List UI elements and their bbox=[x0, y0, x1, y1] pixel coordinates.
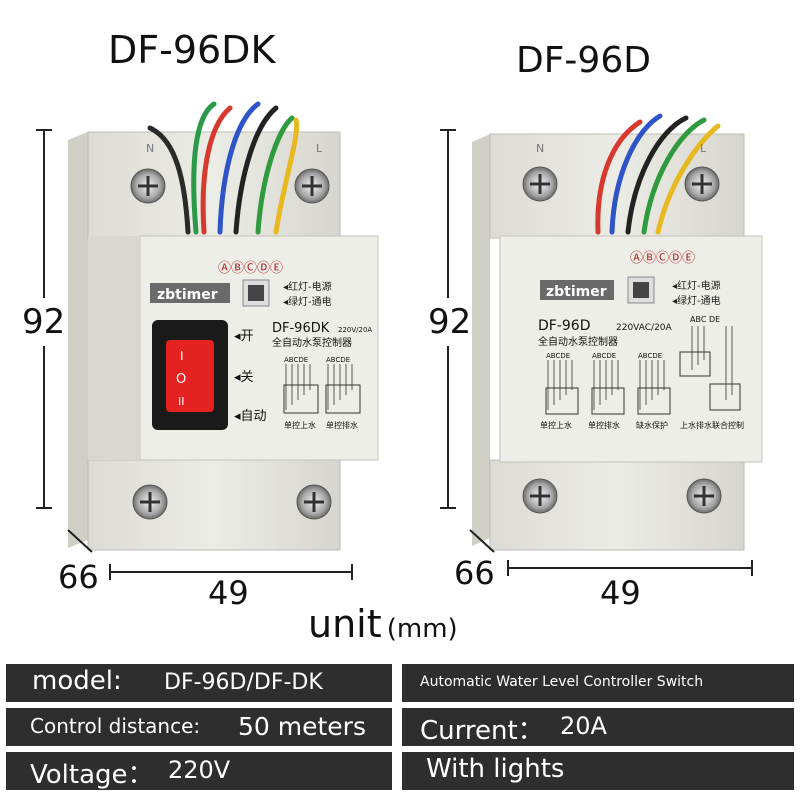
current-label: Current： bbox=[420, 716, 544, 746]
screw-icon bbox=[522, 166, 558, 202]
screw-icon bbox=[294, 168, 330, 204]
screw-icon bbox=[684, 166, 720, 202]
spec-current-bar: Current： 20A bbox=[402, 708, 794, 746]
svg-text:220VAC/20A: 220VAC/20A bbox=[616, 323, 673, 333]
svg-text:zbtimer: zbtimer bbox=[157, 287, 218, 303]
svg-text:上水排水联合控制: 上水排水联合控制 bbox=[680, 420, 744, 430]
svg-text:II: II bbox=[178, 395, 185, 408]
svg-text:单控上水: 单控上水 bbox=[540, 420, 572, 430]
svg-text:ABCDE: ABCDE bbox=[326, 356, 350, 364]
svg-text:缺水保护: 缺水保护 bbox=[636, 420, 668, 430]
right-width-label: 49 bbox=[600, 574, 641, 612]
svg-text:◂红灯-电源: ◂红灯-电源 bbox=[672, 279, 721, 292]
svg-text:◂绿灯-通电: ◂绿灯-通电 bbox=[672, 294, 721, 307]
product-description: Automatic Water Level Controller Switch bbox=[420, 674, 704, 690]
left-device: ⒶⒷⒸⒹⒺ zbtimer ◂红灯-电源 ◂绿灯-通电 I O II ◂开 ◂关… bbox=[68, 101, 379, 551]
right-depth-label: 66 bbox=[454, 554, 495, 592]
svg-text:◂关: ◂关 bbox=[234, 370, 254, 385]
svg-text:ABCDE: ABCDE bbox=[592, 352, 616, 360]
svg-text:单控上水: 单控上水 bbox=[284, 420, 316, 430]
svg-text:ⒶⒷⒸⒹⒺ: ⒶⒷⒸⒹⒺ bbox=[218, 261, 283, 276]
left-model-title: DF-96DK bbox=[108, 28, 276, 72]
svg-text:◂开: ◂开 bbox=[234, 329, 254, 344]
svg-text:DF-96DK: DF-96DK bbox=[272, 321, 330, 336]
wires bbox=[595, 113, 721, 235]
distance-label: Control distance: bbox=[30, 714, 201, 738]
spec-distance-bar: Control distance: 50 meters bbox=[6, 708, 392, 746]
svg-text:全自动水泵控制器: 全自动水泵控制器 bbox=[272, 336, 352, 349]
svg-text:N: N bbox=[536, 142, 544, 155]
svg-text:◂红灯-电源: ◂红灯-电源 bbox=[283, 280, 332, 293]
screw-icon bbox=[522, 478, 558, 514]
voltage-value: 220V bbox=[168, 756, 231, 784]
spec-model-bar: model: DF-96D/DF-DK bbox=[6, 664, 392, 702]
current-value: 20A bbox=[560, 712, 607, 740]
screw-icon bbox=[130, 168, 166, 204]
rocker-switch: I O II bbox=[152, 320, 228, 430]
svg-text:DF-96D: DF-96D bbox=[538, 318, 590, 334]
svg-text:N: N bbox=[146, 142, 154, 155]
screw-icon bbox=[686, 478, 722, 514]
svg-text:单控排水: 单控排水 bbox=[326, 420, 358, 430]
screw-icon bbox=[296, 484, 332, 520]
unit-mm: (mm) bbox=[386, 614, 458, 644]
svg-text:I: I bbox=[180, 349, 184, 363]
svg-text:ABCDE: ABCDE bbox=[546, 352, 570, 360]
screw-icon bbox=[132, 484, 168, 520]
spec-voltage-bar: Voltage： 220V bbox=[6, 752, 392, 790]
svg-text:L: L bbox=[316, 142, 323, 155]
svg-text:全自动水泵控制器: 全自动水泵控制器 bbox=[538, 335, 618, 348]
right-device: ⒶⒷⒸⒹⒺ zbtimer ◂红灯-电源 ◂绿灯-通电 DF-96D 220VA… bbox=[472, 113, 763, 551]
product-illustration: ⒶⒷⒸⒹⒺ zbtimer ◂红灯-电源 ◂绿灯-通电 I O II ◂开 ◂关… bbox=[36, 101, 763, 580]
right-model-title: DF-96D bbox=[516, 40, 651, 81]
model-value: DF-96D/DF-DK bbox=[164, 670, 323, 695]
svg-text:220V/20A: 220V/20A bbox=[338, 326, 372, 334]
svg-text:ABCDE: ABCDE bbox=[638, 352, 662, 360]
spec-lights-bar: With lights bbox=[402, 752, 794, 790]
svg-text:ⒶⒷⒸⒹⒺ: ⒶⒷⒸⒹⒺ bbox=[630, 251, 695, 266]
svg-text:zbtimer: zbtimer bbox=[546, 284, 607, 300]
right-height-label: 92 bbox=[428, 302, 472, 342]
svg-text:O: O bbox=[176, 372, 186, 387]
unit-word: unit bbox=[308, 602, 382, 646]
wires bbox=[147, 101, 300, 235]
svg-text:ABCDE: ABCDE bbox=[284, 356, 308, 364]
left-depth-label: 66 bbox=[58, 558, 99, 596]
left-width-label: 49 bbox=[208, 574, 249, 612]
voltage-label: Voltage： bbox=[30, 760, 154, 790]
distance-value: 50 meters bbox=[238, 712, 366, 741]
spec-description-bar: Automatic Water Level Controller Switch bbox=[402, 664, 794, 702]
svg-text:ABC DE: ABC DE bbox=[690, 315, 720, 324]
dimension-lines bbox=[36, 129, 753, 580]
left-height-label: 92 bbox=[22, 302, 66, 342]
svg-text:L: L bbox=[700, 142, 707, 155]
model-label: model: bbox=[32, 666, 122, 696]
svg-text:◂自动: ◂自动 bbox=[234, 409, 267, 424]
unit-label: unit (mm) bbox=[308, 602, 458, 646]
lights-label: With lights bbox=[426, 754, 565, 784]
svg-text:单控排水: 单控排水 bbox=[588, 420, 620, 430]
svg-text:◂绿灯-通电: ◂绿灯-通电 bbox=[283, 295, 332, 308]
